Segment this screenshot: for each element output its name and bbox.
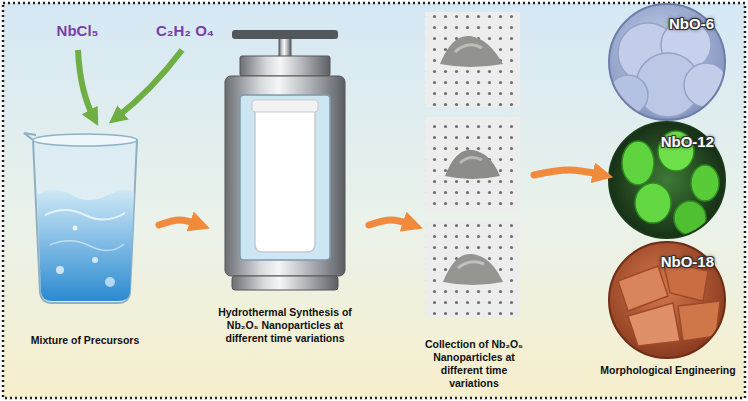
sample-name: NbO-18	[661, 253, 714, 270]
beaker-illustration-part	[33, 140, 137, 303]
particle-shape	[628, 303, 680, 346]
powder-photos-part	[455, 45, 482, 52]
autoclave-illustration-part	[240, 95, 330, 260]
circle-fill	[609, 242, 725, 358]
chemical-formula: NbCl₅	[40, 22, 115, 39]
autoclave-illustration-part	[255, 104, 315, 252]
circle-fill	[609, 122, 725, 238]
particle-shape	[622, 141, 654, 185]
powder-photos-part	[460, 158, 482, 163]
beaker-illustration-part	[33, 134, 137, 146]
particle-shape	[618, 266, 668, 311]
beaker-illustration-part	[56, 266, 64, 274]
autoclave-illustration-part	[225, 76, 345, 276]
morphology-circle: NbO-18	[608, 241, 726, 359]
circle-border	[609, 242, 725, 358]
process-arrow	[534, 170, 603, 175]
beaker-illustration-part	[92, 257, 98, 263]
step-caption: Mixture of Precursors	[31, 334, 140, 347]
morphology-texture	[622, 131, 719, 235]
particle-shape	[691, 165, 719, 201]
process-arrow	[159, 220, 200, 225]
section-caption: Morphological Engineering	[598, 364, 738, 377]
circle-border	[609, 122, 725, 238]
chemical-formula: C₂H₂ O₄	[140, 22, 230, 39]
morphology-circle: NbO-6	[608, 3, 726, 121]
beaker-illustration	[24, 133, 137, 303]
process-step: Hydrothermal Synthesis of Nb₂O₅ Nanopart…	[205, 15, 365, 345]
step-caption: Hydrothermal Synthesis of Nb₂O₅ Nanopart…	[205, 306, 365, 345]
particle-shape	[674, 201, 706, 235]
circle-border	[609, 4, 725, 120]
particle-shape	[608, 75, 648, 115]
powder-photos-part	[445, 150, 500, 179]
step-caption: Collection of Nb₂O₅ Nanoparticles at dif…	[418, 338, 530, 391]
beaker-illustration-part	[37, 189, 134, 301]
particle-shape	[684, 63, 728, 107]
powder-photos-part	[425, 12, 520, 107]
precursor-arrows	[78, 50, 182, 118]
autoclave-illustration	[225, 30, 345, 290]
powder-photos-part	[458, 262, 484, 268]
autoclave-illustration-part	[232, 30, 338, 39]
beaker-illustration-part	[105, 277, 115, 287]
precursor-arrows-part	[116, 50, 182, 118]
circle-fill	[609, 4, 725, 120]
autoclave-illustration-part	[232, 276, 338, 290]
beaker-illustration-part	[45, 210, 125, 220]
beaker-illustration-part	[50, 241, 124, 251]
autoclave-illustration-part	[252, 100, 318, 112]
sample-name: NbO-12	[661, 133, 714, 150]
powder-photos-part	[425, 117, 520, 212]
powder-photos-part	[425, 222, 520, 317]
powder-photos-part	[440, 36, 503, 67]
beaker-illustration-part	[24, 133, 36, 140]
process-step: Mixture of Precursors	[15, 125, 155, 347]
process-arrow	[369, 220, 413, 225]
beaker-illustration-part	[73, 226, 78, 231]
dotted-frame	[3, 3, 745, 398]
morphology-texture	[618, 261, 720, 346]
powder-photos	[425, 12, 520, 317]
particle-shape	[635, 183, 671, 223]
sample-name: NbO-6	[669, 15, 714, 32]
morphology-circle: NbO-12	[608, 121, 726, 239]
precursor-arrows-part	[78, 50, 94, 118]
autoclave-illustration-part	[240, 56, 330, 76]
powder-photos-part	[443, 254, 503, 285]
process-step: Collection of Nb₂O₅ Nanoparticles at dif…	[418, 5, 530, 390]
